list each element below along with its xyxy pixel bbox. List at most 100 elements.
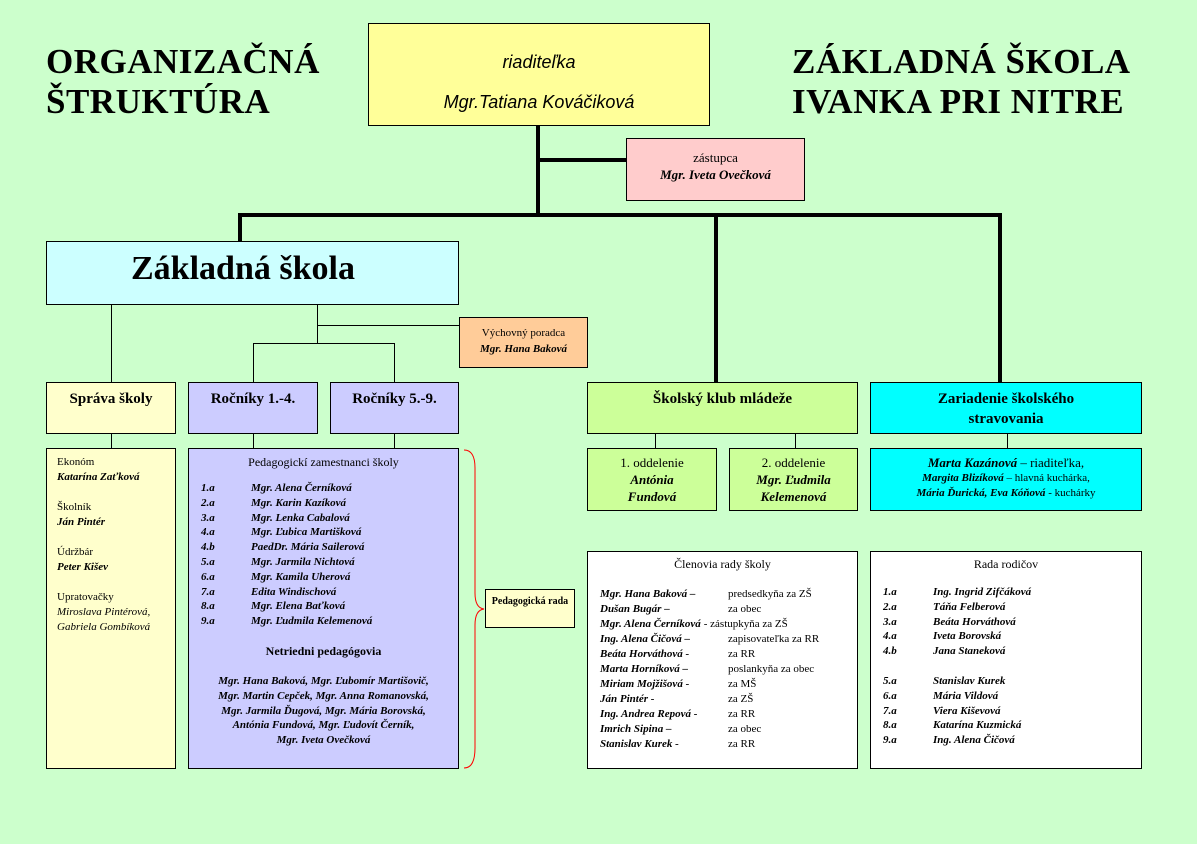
pedagogicka-rada-box: Pedagogická rada [485, 589, 575, 628]
board-member-role: za RR [728, 648, 756, 660]
connector-club-dept2 [795, 434, 796, 448]
list-item: Ján Pintér -za ZŠ [600, 692, 857, 707]
canteen-line3: Mária Ďurická, Eva Kóňová - kuchárky [871, 486, 1141, 501]
board-member-role: predsedkyňa za ZŠ [728, 588, 812, 600]
sprava-skoly-box: Správa školy [46, 382, 176, 434]
teachers-title: Pedagogickí zamestnanci školy [248, 455, 399, 469]
teacher-others-line: Mgr. Iveta Ovečková [276, 734, 371, 747]
teacher-others-line: Mgr. Jarmila Ďugová, Mgr. Mária Borovská… [221, 704, 426, 717]
person-name: Mgr. Karin Kazíková [251, 496, 347, 509]
class-label: 3.a [201, 511, 215, 524]
canteen-role2: – hlavná kuchárka, [1003, 472, 1090, 484]
admin-name-ekonom: Katarína Zaťková [57, 471, 140, 483]
connector-sprava-list [111, 434, 112, 448]
class-label: 4.a [883, 630, 897, 643]
person-name: Edita Windischová [251, 585, 337, 598]
list-item: Marta Horníková –poslankyňa za obec [600, 662, 857, 677]
connector-rocniky59-list [394, 434, 395, 448]
deputy-name: Mgr. Iveta Ovečková [660, 167, 771, 182]
admin-name-upratovacky: Miroslava Pintérová, Gabriela Gombíková [57, 606, 151, 633]
board-member-name: Mgr. Alena Černíková [600, 618, 701, 630]
person-name: Mária Vildová [933, 689, 999, 702]
counselor-box: Výchovný poradca Mgr. Hana Baková [459, 317, 588, 368]
board-member-role: za MŠ [728, 678, 757, 690]
class-label: 1.a [201, 482, 215, 494]
class-label: 6.a [883, 689, 897, 702]
board-member-name: Ing. Andrea Repová - [600, 708, 698, 720]
school-board-box: Členovia rady školy Mgr. Hana Baková –pr… [587, 551, 858, 769]
person-name: Beáta Horváthová [933, 615, 1016, 628]
person-name: Viera Kiševová [933, 704, 1001, 717]
class-label: 5.a [883, 674, 897, 687]
person-name: Ing. Alena Čičová [933, 734, 1015, 747]
list-item: Imrich Sipina – za obec [600, 722, 857, 737]
person-name: Mgr. Alena Černíková [251, 482, 352, 494]
director-name: Mgr.Tatiana Kováčiková [443, 92, 635, 112]
person-name: Jana Staneková [933, 645, 1006, 658]
board-member-role: za obec [728, 603, 762, 615]
club-dept1-name: Antónia Fundová [627, 472, 677, 504]
brace-icon [463, 449, 485, 769]
rocniky-5-9-title: Ročníky 5.-9. [352, 391, 437, 407]
canteen-line1: Marta Kazánová – riaditeľka, [871, 455, 1141, 471]
board-member-role: za ZŠ [728, 693, 754, 705]
teachers-others: Mgr. Hana Baková, Mgr. Ľubomír Martišovi… [193, 674, 454, 748]
class-label: 6.a [201, 570, 215, 583]
class-label: 8.a [201, 600, 215, 613]
class-label: 4.b [883, 645, 897, 658]
list-item: 8.a Mgr. Elena Baťková [201, 599, 458, 614]
school-title: Základná škola [131, 250, 355, 287]
list-item: Beáta Horváthová - za RR [600, 647, 857, 662]
list-item: 1.a Mgr. Alena Černíková [201, 481, 458, 496]
board-member-name: Miriam Mojžišová - [600, 678, 690, 690]
list-item: Stanislav Kurek -za RR [600, 737, 857, 752]
administration-box: Ekonóm Katarína Zaťková Školník Ján Pint… [46, 448, 176, 769]
list-item: Mgr. Alena Černíková- zástupkyňa za ZŠ [600, 617, 857, 632]
board-member-name: Ing. Alena Čičová – [600, 633, 691, 645]
connector-main-horizontal [238, 213, 1002, 217]
class-label: 4.b [201, 541, 215, 554]
parents-council-title: Rada rodičov [973, 557, 1039, 571]
admin-name-udrzbar: Peter Kišev [57, 561, 109, 573]
club-dept2-title: 2. oddelenie [761, 455, 826, 470]
teacher-others-line: Mgr. Hana Baková, Mgr. Ľubomír Martišovi… [218, 674, 429, 687]
board-member-role: za obec [728, 723, 762, 735]
teachers-subtitle: Netriedni pedagógovia [265, 643, 382, 658]
list-item: Dušan Bugár –za obec [600, 602, 857, 617]
counselor-role: Výchovný poradca [481, 327, 566, 339]
person-name: Mgr. Ľudmila Kelemenová [251, 615, 373, 628]
connector-school-rocniky [317, 305, 318, 343]
canteen-name3: Mária Ďurická, Eva Kóňová [916, 487, 1046, 499]
title-left-line2: ŠTRUKTÚRA [46, 82, 271, 121]
club-dept1-title: 1. oddelenie [620, 455, 684, 470]
board-member-name: Beáta Horváthová - [600, 648, 690, 660]
canteen-line2: Margita Blizíková – hlavná kuchárka, [871, 471, 1141, 486]
connector-rocniky14 [253, 343, 254, 382]
stravovanie-box: Zariadenie školského stravovania [870, 382, 1142, 434]
board-member-name: Imrich Sipina – [600, 723, 672, 735]
sprava-skoly-title: Správa školy [69, 391, 153, 407]
connector-counselor [317, 325, 459, 326]
title-right-line1: ZÁKLADNÁ ŠKOLA [792, 42, 1131, 81]
person-name: Ing. Ingrid Zifčáková [933, 586, 1032, 598]
person-name: Mgr. Elena Baťková [251, 600, 346, 613]
list-item: Mgr. Hana Baková –predsedkyňa za ZŠ [600, 587, 857, 602]
class-label: 2.a [883, 600, 897, 613]
connector-rocniky14-list [253, 434, 254, 448]
person-name: PaedDr. Mária Sailerová [251, 541, 365, 554]
rocniky-1-4-title: Ročníky 1.-4. [210, 391, 296, 407]
admin-role-skolnik: Školník [57, 501, 92, 513]
